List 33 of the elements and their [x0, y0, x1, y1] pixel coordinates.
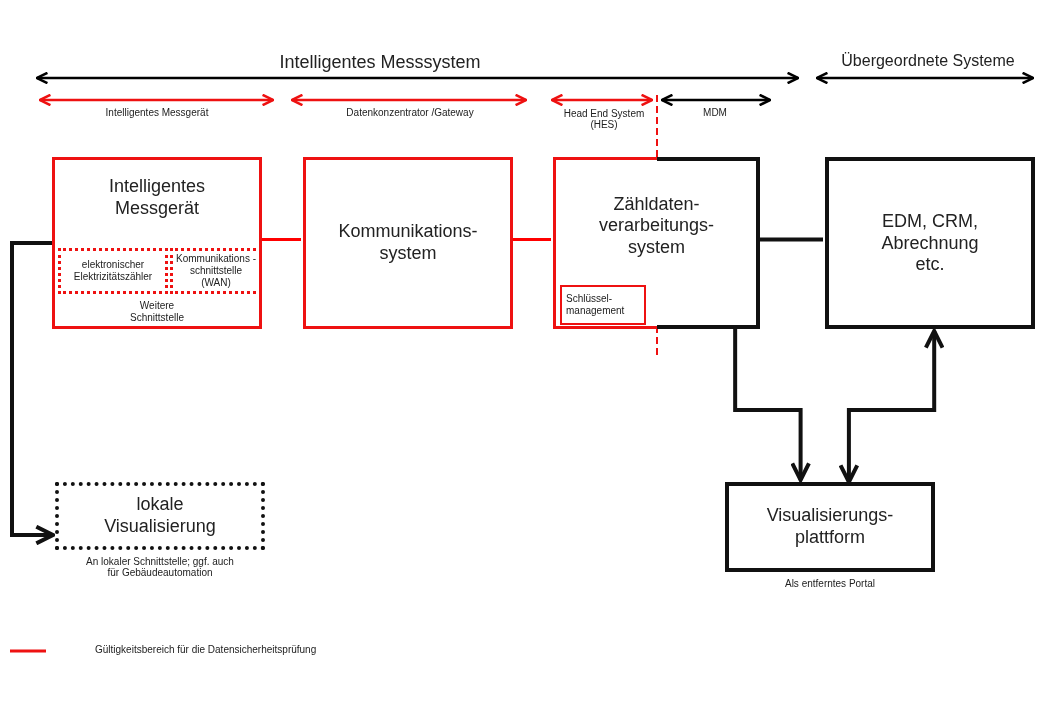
node-text: Weitere Schnittstelle: [129, 300, 185, 324]
node-text: Kommunikations- system: [337, 221, 479, 265]
device-box: [52, 157, 262, 329]
process-box: [55, 482, 265, 550]
connector-line: [760, 237, 823, 242]
node-caption: Als entferntes Portal: [783, 578, 876, 589]
arrow: [733, 329, 811, 482]
arrow: [838, 329, 945, 484]
node-text: Visualisierungs- plattform: [765, 505, 895, 549]
label-text: Datenkonzentrator /Gateway: [346, 107, 474, 118]
label-text: Head End System (HES): [562, 108, 646, 130]
component-box: [58, 248, 168, 294]
label-text: Übergeordnete Systeme: [841, 52, 1015, 70]
node-text: lokale Visualisierung: [103, 494, 217, 538]
node-text: EDM, CRM, Abrechnung etc.: [880, 210, 980, 276]
process-box: [725, 482, 935, 572]
node-text: Zähldaten- verarbeitungs- system: [597, 193, 716, 259]
connector-line: [513, 238, 551, 242]
process-box: [553, 157, 760, 329]
process-box: [303, 157, 513, 329]
node-text: elektronischer Elektrizitätszähler: [72, 259, 154, 283]
node-text: Kommunikations -schnittstelle (WAN): [175, 253, 257, 289]
node-caption: An lokaler Schnittstelle; ggf. auch für Gebäudeautomation: [85, 556, 235, 578]
node-text: Schlüssel- management: [566, 293, 626, 317]
connector-line: [262, 238, 301, 242]
label-text: Intelligentes Messsystem: [279, 52, 481, 73]
arrow: [10, 241, 55, 546]
label-text: Intelligentes Messgerät: [105, 107, 209, 118]
component-box: [560, 285, 646, 325]
node-text: Intelligentes Messgerät: [107, 176, 207, 220]
label-text: MDM: [703, 107, 727, 118]
process-box: [825, 157, 1035, 329]
legend-text: Gültigkeitsbereich für die Datensicherheitsprüfung: [95, 644, 317, 655]
